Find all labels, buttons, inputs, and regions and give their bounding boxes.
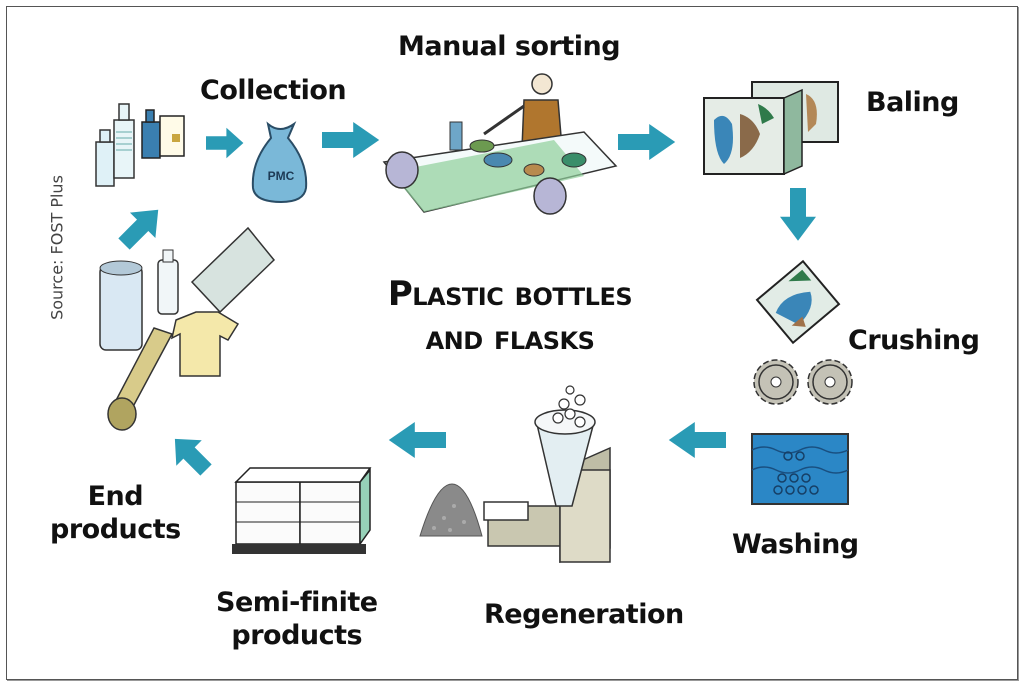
- tshirt-icon: [170, 311, 240, 377]
- arrow-bottles-to-bag: [206, 127, 244, 159]
- semi-finite-line-2: products: [231, 620, 363, 651]
- gear-icon-left: [753, 359, 799, 405]
- pmc-bag-label: PMC: [268, 169, 295, 183]
- arrow-regeneration-to-semi-finite: [388, 422, 446, 458]
- stage-label-baling: Baling: [866, 87, 959, 118]
- bottles-illustration: [95, 103, 185, 187]
- bales-illustration: [703, 81, 839, 176]
- arrow-bag-to-sorting: [322, 122, 380, 158]
- stage-label-manual-sorting: Manual sorting: [398, 31, 621, 62]
- semi-finite-line-1: Semi-finite: [216, 587, 378, 618]
- conveyor-sorting-illustration: [382, 73, 618, 215]
- stage-label-collection: Collection: [200, 75, 347, 106]
- diagram-title: Plastic bottles and flasks: [360, 272, 660, 360]
- arrow-baling-to-crushing: [780, 188, 816, 241]
- regeneration-machine-illustration: [419, 385, 611, 563]
- arrow-end-products-to-collection: [111, 197, 171, 257]
- arrow-semi-finite-to-end-products: [162, 426, 219, 483]
- end-products-illustration: [99, 226, 276, 431]
- pallet-stack-illustration: [232, 467, 372, 554]
- stage-label-washing: Washing: [732, 529, 859, 560]
- end-products-line-2: products: [50, 514, 181, 545]
- arrow-washing-to-regeneration: [668, 422, 726, 458]
- title-line-2: and flasks: [425, 318, 595, 358]
- gear-icon-right: [807, 359, 853, 405]
- pmc-bag-icon: PMC: [251, 121, 308, 204]
- end-products-line-1: End: [87, 481, 144, 512]
- title-line-1: Plastic bottles: [387, 274, 633, 314]
- stage-label-end-products: End products: [50, 480, 181, 546]
- arrow-sorting-to-baling: [618, 124, 676, 160]
- stage-label-semi-finite-products: Semi-finite products: [216, 586, 378, 652]
- stage-label-regeneration: Regeneration: [484, 599, 684, 630]
- washing-tank-illustration: [751, 433, 849, 505]
- tray-icon: [190, 226, 276, 314]
- stage-label-crushing: Crushing: [848, 325, 980, 356]
- crushing-illustration: [753, 259, 853, 405]
